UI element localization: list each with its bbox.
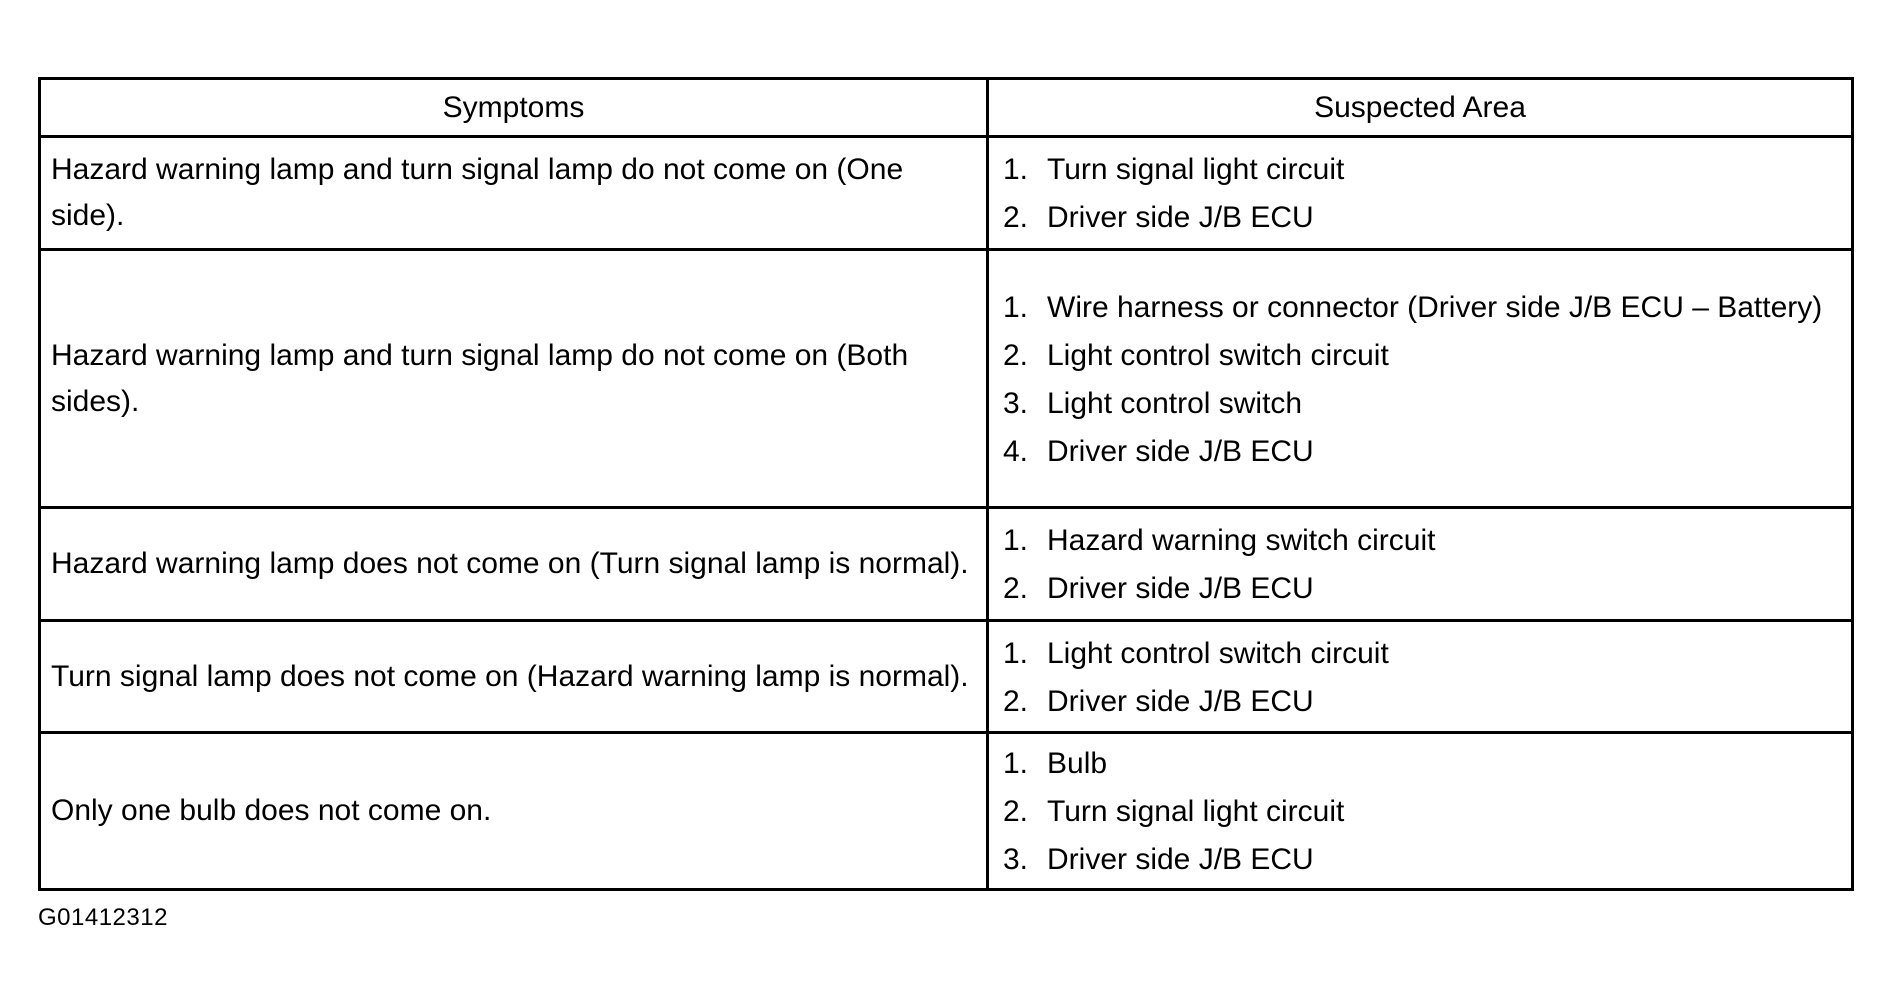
list-item: 1.Hazard warning switch circuit xyxy=(1003,524,1436,557)
symptom-cell: Hazard warning lamp and turn signal lamp… xyxy=(38,135,989,251)
symptom-cell: Only one bulb does not come on. xyxy=(38,731,989,891)
suspected-area-cell: 1.Wire harness or connector (Driver side… xyxy=(986,248,1854,509)
header-suspected-area: Suspected Area xyxy=(986,77,1854,138)
symptom-cell: Hazard warning lamp does not come on (Tu… xyxy=(38,506,989,622)
table-header-row: Symptoms Suspected Area xyxy=(38,77,1854,138)
list-item: 1.Light control switch circuit xyxy=(1003,636,1389,670)
list-item: 1.Wire harness or connector (Driver side… xyxy=(1003,290,1823,324)
list-item: 2.Light control switch circuit xyxy=(1003,338,1389,372)
suspected-area-list: 1.Hazard warning switch circuit 2.Driver… xyxy=(1003,517,1841,613)
list-item: 3.Light control switch xyxy=(1003,386,1303,420)
symptom-table: Symptoms Suspected Area Hazard warning l… xyxy=(38,77,1854,891)
list-item: 2.Driver side J/B ECU xyxy=(1003,684,1314,718)
suspected-area-cell: 1.Light control switch circuit 2.Driver … xyxy=(986,619,1854,734)
table-row: Only one bulb does not come on. 1.Bulb 2… xyxy=(38,731,1854,891)
list-item: 2.Turn signal light circuit xyxy=(1003,795,1345,828)
suspected-area-list: 1.Wire harness or connector (Driver side… xyxy=(1003,284,1841,476)
list-item: 2.Driver side J/B ECU xyxy=(1003,201,1314,234)
figure-code: G01412312 xyxy=(38,904,168,931)
symptom-cell: Hazard warning lamp and turn signal lamp… xyxy=(38,248,989,509)
list-item: 1.Turn signal light circuit xyxy=(1003,153,1345,186)
suspected-area-cell: 1.Turn signal light circuit 2.Driver sid… xyxy=(986,135,1854,251)
list-item: 4.Driver side J/B ECU xyxy=(1003,434,1314,468)
suspected-area-list: 1.Turn signal light circuit 2.Driver sid… xyxy=(1003,146,1841,242)
list-item: 1.Bulb xyxy=(1003,747,1108,780)
table-row: Hazard warning lamp and turn signal lamp… xyxy=(38,135,1854,251)
table-row: Turn signal lamp does not come on (Hazar… xyxy=(38,619,1854,734)
table-row: Hazard warning lamp and turn signal lamp… xyxy=(38,248,1854,509)
suspected-area-list: 1.Bulb 2.Turn signal light circuit 3.Dri… xyxy=(1003,740,1841,884)
list-item: 2.Driver side J/B ECU xyxy=(1003,572,1314,605)
symptom-cell: Turn signal lamp does not come on (Hazar… xyxy=(38,619,989,734)
table-row: Hazard warning lamp does not come on (Tu… xyxy=(38,506,1854,622)
header-symptoms: Symptoms xyxy=(38,77,989,138)
suspected-area-list: 1.Light control switch circuit 2.Driver … xyxy=(1003,630,1841,726)
suspected-area-cell: 1.Bulb 2.Turn signal light circuit 3.Dri… xyxy=(986,731,1854,891)
list-item: 3.Driver side J/B ECU xyxy=(1003,843,1314,876)
suspected-area-cell: 1.Hazard warning switch circuit 2.Driver… xyxy=(986,506,1854,622)
